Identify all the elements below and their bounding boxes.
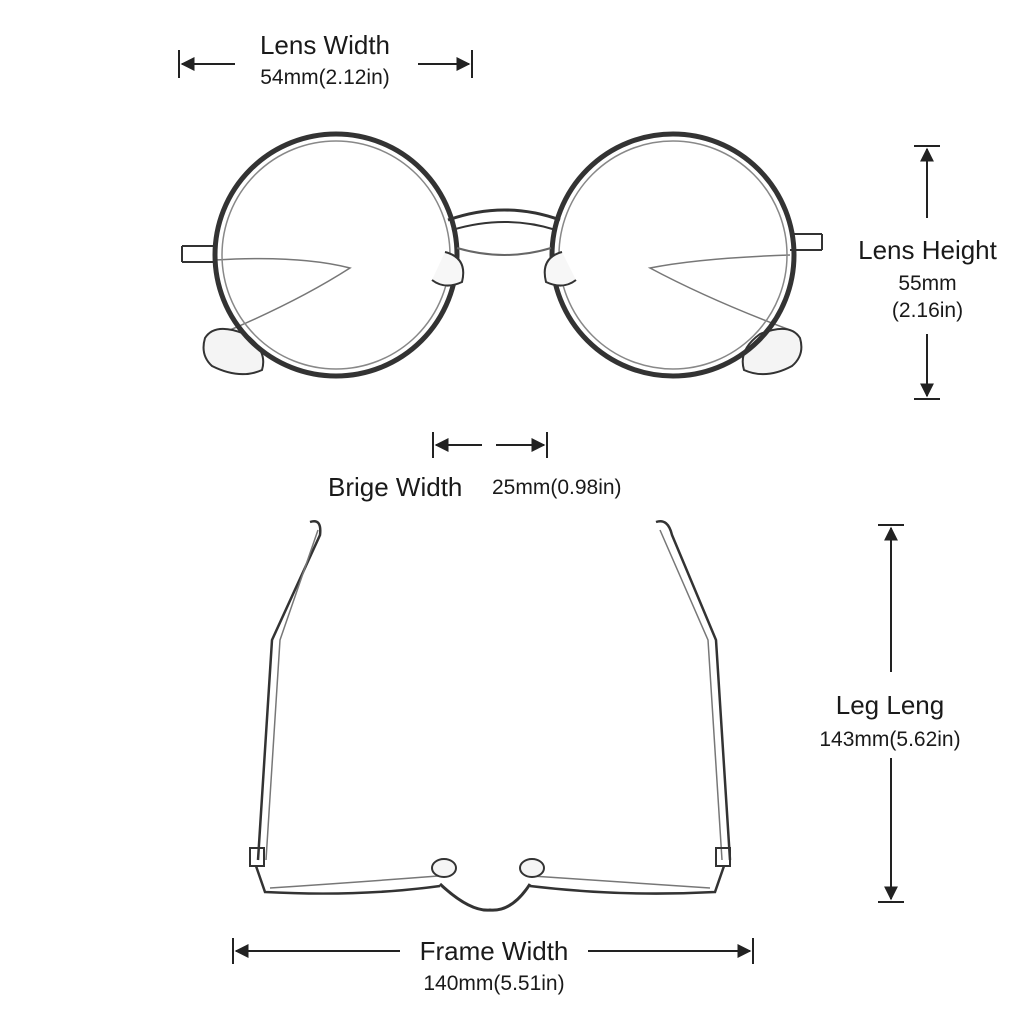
lens-width-value: 54mm(2.12in) bbox=[260, 66, 390, 89]
lens-height-dimension bbox=[914, 145, 940, 400]
lens-height-value-mm: 55mm bbox=[898, 272, 957, 295]
bridge-width-value: 25mm(0.98in) bbox=[492, 476, 622, 499]
lens-width-title: Lens Width bbox=[259, 30, 391, 60]
lens-height-value-in: (2.16in) bbox=[891, 299, 964, 322]
lens-width-dimension bbox=[178, 50, 473, 78]
frame-width-title: Frame Width bbox=[419, 936, 569, 966]
frame-width-dimension bbox=[232, 938, 754, 964]
leg-length-title: Leg Leng bbox=[835, 690, 945, 720]
glasses-top-view bbox=[249, 520, 732, 912]
leg-length-dimension bbox=[878, 524, 904, 903]
bridge-width-dimension bbox=[432, 432, 548, 458]
bridge-width-title: Brige Width bbox=[328, 472, 463, 502]
lens-height-title: Lens Height bbox=[858, 235, 997, 265]
glasses-front-view bbox=[181, 131, 823, 379]
frame-width-value: 140mm(5.51in) bbox=[423, 972, 565, 995]
leg-length-value: 143mm(5.62in) bbox=[819, 728, 961, 751]
